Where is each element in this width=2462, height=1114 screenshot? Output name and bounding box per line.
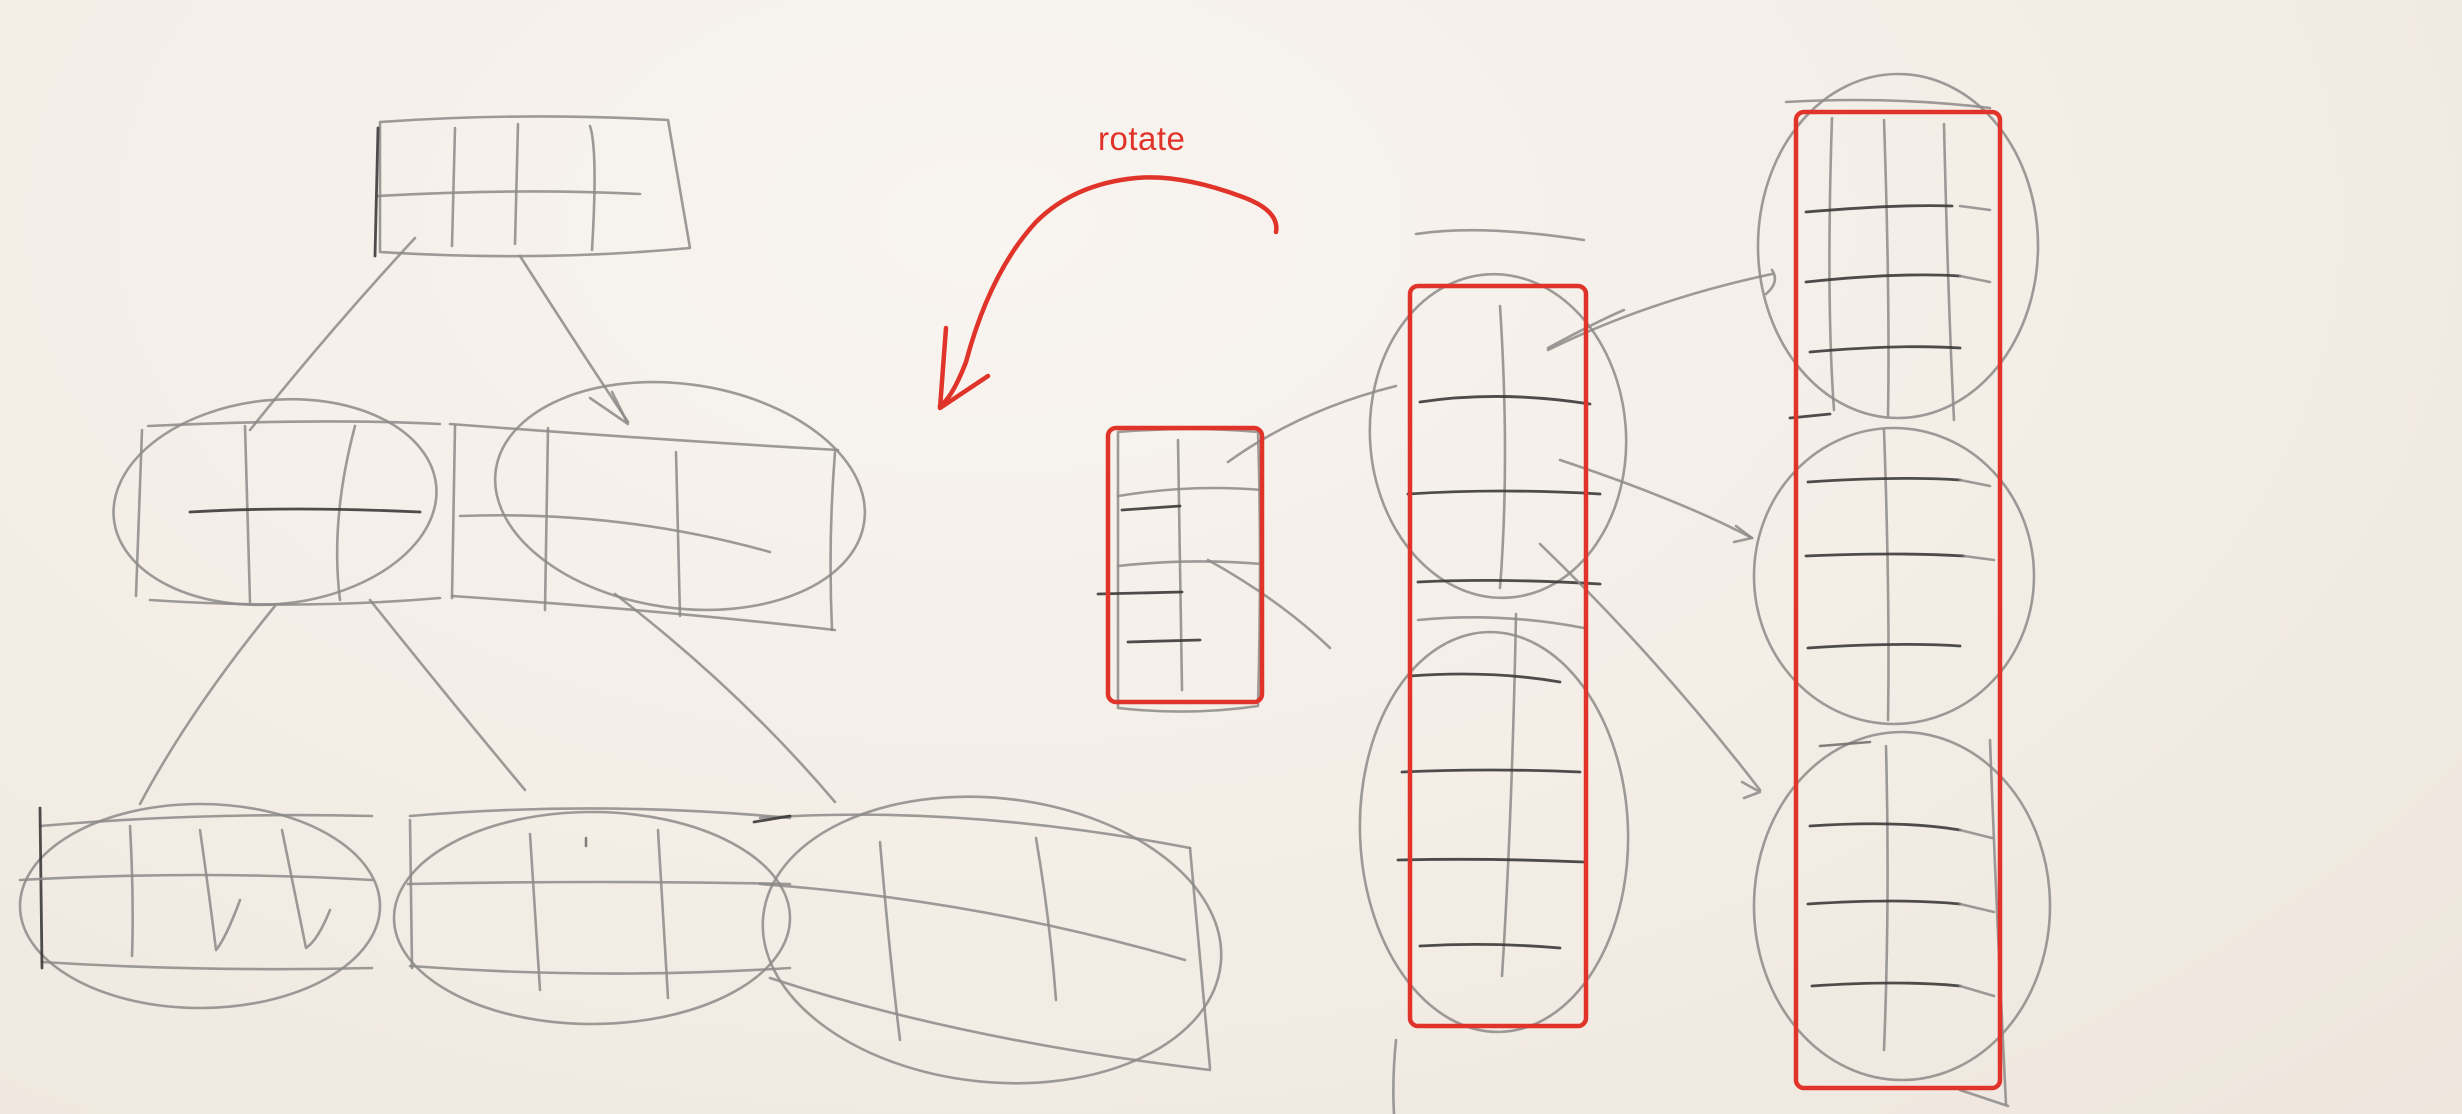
- root-to-level1-edges: [248, 236, 630, 432]
- root-node: [373, 115, 692, 258]
- highlight-box-leaves: [1793, 109, 2003, 1091]
- vertical-leaf-node-3: [1752, 730, 2052, 1108]
- level1-node-left: [112, 397, 442, 607]
- leaf-node-2: [392, 807, 792, 1026]
- vertical-level1-node-bottom: [1358, 612, 1630, 1114]
- vertical-root-node: [1096, 427, 1264, 713]
- rotate-arrow-head: [937, 325, 991, 411]
- vertical-level1-edges: [1538, 268, 1777, 800]
- horizontal-tree: [18, 115, 1223, 1085]
- highlight-box-level1: [1407, 283, 1589, 1029]
- rotate-label: rotate: [1098, 120, 1186, 157]
- highlight-box-root: [1105, 425, 1265, 705]
- annotation-layer: [937, 109, 2003, 1091]
- level1-node-right: [448, 380, 867, 632]
- rotate-arrow: [937, 175, 1279, 409]
- vertical-level1-node-top: [1368, 228, 1628, 600]
- level1-to-level2-edges: [138, 592, 837, 806]
- vertical-tree: [1096, 72, 2052, 1114]
- vertical-leaf-node-1: [1756, 72, 2040, 422]
- leaf-node-1: [18, 802, 382, 1010]
- leaf-node-3: [752, 795, 1223, 1085]
- vertical-root-edges: [1206, 384, 1398, 650]
